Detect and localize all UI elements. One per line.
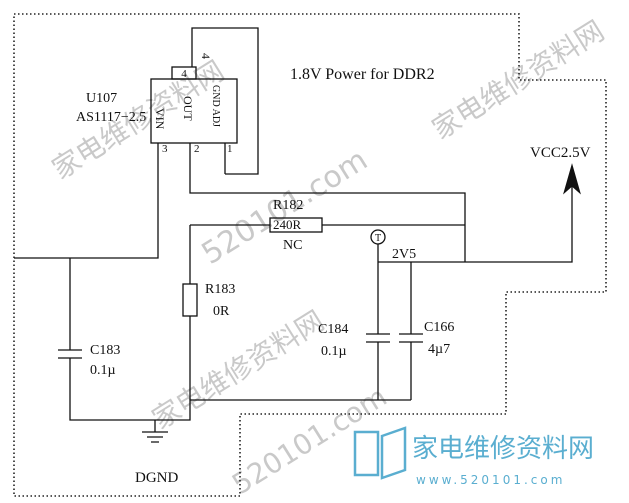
c183-ref: C183 — [90, 343, 120, 358]
c184-value: 0.1µ — [321, 344, 347, 359]
region-boundary — [13, 13, 607, 497]
testpoint-label: T — [375, 233, 381, 244]
vcc-supply: VCC2.5V — [530, 145, 591, 195]
pin-vin-label: VIN — [153, 108, 167, 130]
page-title: 1.8V Power for DDR2 — [290, 66, 435, 83]
regulator-tab — [171, 66, 197, 80]
r183-value: 0R — [213, 304, 230, 319]
r182-ref: R182 — [273, 198, 303, 213]
tab-pin-number: 4 — [181, 68, 187, 80]
r182-note: NC — [283, 238, 302, 253]
vcc-label: VCC2.5V — [530, 145, 591, 161]
vcc-arrow-icon — [563, 163, 581, 195]
ground-icon — [142, 431, 168, 443]
pin-number-out: 2 — [194, 143, 200, 155]
watermark-site-2: 520101.com — [226, 380, 392, 501]
watermark-text-3: 家电维修资料网 — [426, 14, 610, 146]
c166-value: 4µ7 — [428, 342, 450, 357]
brand-url: www.520101.com — [416, 473, 565, 487]
resistor-r183: R183 0R — [182, 282, 235, 319]
regulator-part: AS1117−2.5 — [76, 110, 146, 125]
capacitor-c166: C166 4µ7 — [399, 320, 454, 357]
regulator-u107: 4 4 U107 AS1117−2.5 VIN OUT GND ADJ 3 2 … — [76, 53, 238, 155]
wires — [14, 27, 573, 432]
r183-ref: R183 — [205, 282, 235, 297]
book-logo-icon — [353, 426, 407, 480]
c184-ref: C184 — [318, 322, 348, 337]
wire-r183-bottom — [155, 316, 191, 421]
pin-number-gnd: 1 — [227, 143, 233, 155]
ground-label: DGND — [135, 470, 178, 486]
r183-body — [182, 283, 198, 317]
regulator-ref: U107 — [86, 91, 117, 106]
brand-text: 家电维修资料网 — [412, 434, 594, 464]
capacitor-c183: C183 0.1µ — [58, 343, 120, 378]
wire-c183-bottom — [69, 358, 155, 421]
wire-2v5-rail — [378, 175, 573, 263]
c184-plates — [366, 333, 390, 343]
c166-ref: C166 — [424, 320, 454, 335]
r182-body — [269, 217, 323, 233]
brand-watermark: 家电维修资料网 www.520101.com — [353, 426, 594, 487]
resistor-r182: R182 240R NC — [269, 198, 323, 253]
c166-plates — [399, 333, 423, 343]
c183-plates — [58, 349, 82, 359]
net-2v5-label: 2V5 — [392, 247, 416, 262]
wire-tab — [191, 27, 259, 175]
pin-number-vin: 3 — [162, 143, 168, 155]
ground-symbol: DGND — [135, 431, 178, 486]
r182-value: 240R — [273, 217, 302, 232]
c183-value: 0.1µ — [90, 363, 116, 378]
watermark-text-2: 家电维修资料网 — [146, 304, 330, 436]
wire-vin — [14, 143, 159, 259]
pin-gnd-adj-label: GND ADJ — [210, 85, 221, 127]
capacitor-c184: C184 0.1µ — [318, 322, 390, 359]
pin-out-label: OUT — [181, 96, 195, 121]
testpoint: T 2V5 — [370, 229, 416, 262]
wire-out — [189, 143, 466, 262]
pin4-top-number: 4 — [199, 53, 213, 59]
testpoint-circle — [370, 229, 386, 245]
